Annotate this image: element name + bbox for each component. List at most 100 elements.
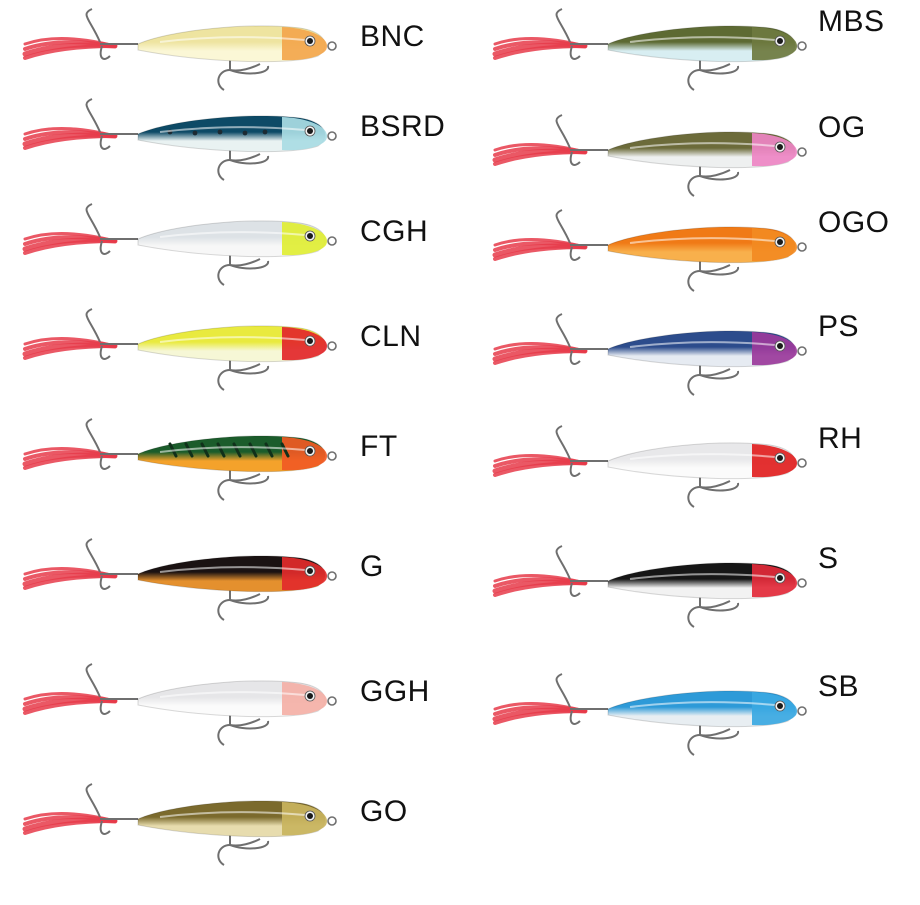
lure-head [752,564,797,598]
line-tie-ring [797,346,807,356]
lure-illustration [492,545,807,628]
lure-eye [774,35,786,47]
lure-head [282,557,327,591]
line-tie-ring [797,458,807,468]
lure-illustration [22,98,337,181]
lure-illustration [22,308,337,391]
lure-bnc: BNC [20,0,480,100]
lure-illustration [492,209,807,292]
lure-bsrd: BSRD [20,90,480,190]
lure-head [752,228,797,262]
lure-code-label: BSRD [360,110,446,143]
lure-illustration [492,313,807,396]
line-tie-ring [797,41,807,51]
lure-code-label: G [360,550,384,583]
rear-treble-hook [555,673,608,725]
belly-treble-hook [217,588,269,621]
rear-treble-hook [555,209,608,261]
line-tie-ring [797,147,807,157]
rear-treble-hook [555,8,608,60]
lure-eye [774,236,786,248]
lure-illustration [492,425,807,508]
lure-head [752,27,797,61]
lure-eye [774,572,786,584]
rear-treble-hook [555,313,608,365]
lure-illustration [22,663,337,746]
lure-eye [304,690,316,702]
lure-eye [774,141,786,153]
lure-code-label: SB [818,670,860,703]
belly-treble-hook [217,148,269,181]
lure-head [752,332,797,366]
tiger-bars [168,442,290,458]
lure-illustration [22,203,337,286]
rear-treble-hook [555,114,608,166]
lure-s: S [490,537,920,637]
lure-ft: FT [20,410,480,510]
rear-treble-hook [85,663,138,715]
lure-eye [774,700,786,712]
lure-head [282,682,327,716]
lure-code-label: MBS [818,5,885,38]
line-tie-ring [797,578,807,588]
lure-illustration [492,673,807,756]
belly-treble-hook [217,468,269,501]
lure-illustration [22,783,337,866]
belly-treble-hook [687,475,739,508]
lure-go: GO [20,775,480,875]
lure-code-label: OG [818,111,866,144]
lure-eye [304,565,316,577]
line-tie-ring [327,451,337,461]
lure-code-label: S [818,542,839,575]
lure-ggh: GGH [20,655,480,755]
lure-code-label: RH [818,422,863,455]
belly-treble-hook [217,713,269,746]
lure-head [282,27,327,61]
lure-illustration [22,418,337,501]
rear-treble-hook [85,98,138,150]
belly-treble-hook [217,58,269,91]
lure-code-label: CGH [360,215,429,248]
belly-treble-hook [687,58,739,91]
rear-treble-hook [85,203,138,255]
lure-code-label: CLN [360,320,422,353]
lure-code-label: OGO [818,206,890,239]
belly-treble-hook [217,358,269,391]
belly-treble-hook [687,259,739,292]
body-spots [167,129,268,136]
feather-tail [492,702,588,725]
lure-head [752,444,797,478]
line-tie-ring [327,236,337,246]
rear-treble-hook [85,418,138,470]
lure-eye [304,335,316,347]
line-tie-ring [327,696,337,706]
rear-treble-hook [85,783,138,835]
belly-treble-hook [687,723,739,756]
line-tie-ring [327,571,337,581]
rear-treble-hook [85,8,138,60]
lure-og: OG [490,106,920,206]
line-tie-ring [327,341,337,351]
rear-treble-hook [85,308,138,360]
lure-rh: RH [490,417,920,517]
lure-illustration [22,8,337,91]
lure-illustration [492,8,807,91]
lure-head [752,692,797,726]
lure-cln: CLN [20,300,480,400]
lure-eye [304,125,316,137]
lure-head [752,133,797,167]
lure-code-label: GO [360,795,408,828]
lure-eye [774,452,786,464]
lure-eye [304,35,316,47]
lure-code-label: PS [818,310,860,343]
lure-ogo: OGO [490,201,920,301]
lure-code-label: GGH [360,675,430,708]
belly-treble-hook [217,833,269,866]
lure-code-label: FT [360,430,398,463]
lure-cgh: CGH [20,195,480,295]
belly-treble-hook [687,595,739,628]
rear-treble-hook [85,538,138,590]
lure-eye [774,340,786,352]
lure-eye [304,230,316,242]
rear-treble-hook [555,425,608,477]
